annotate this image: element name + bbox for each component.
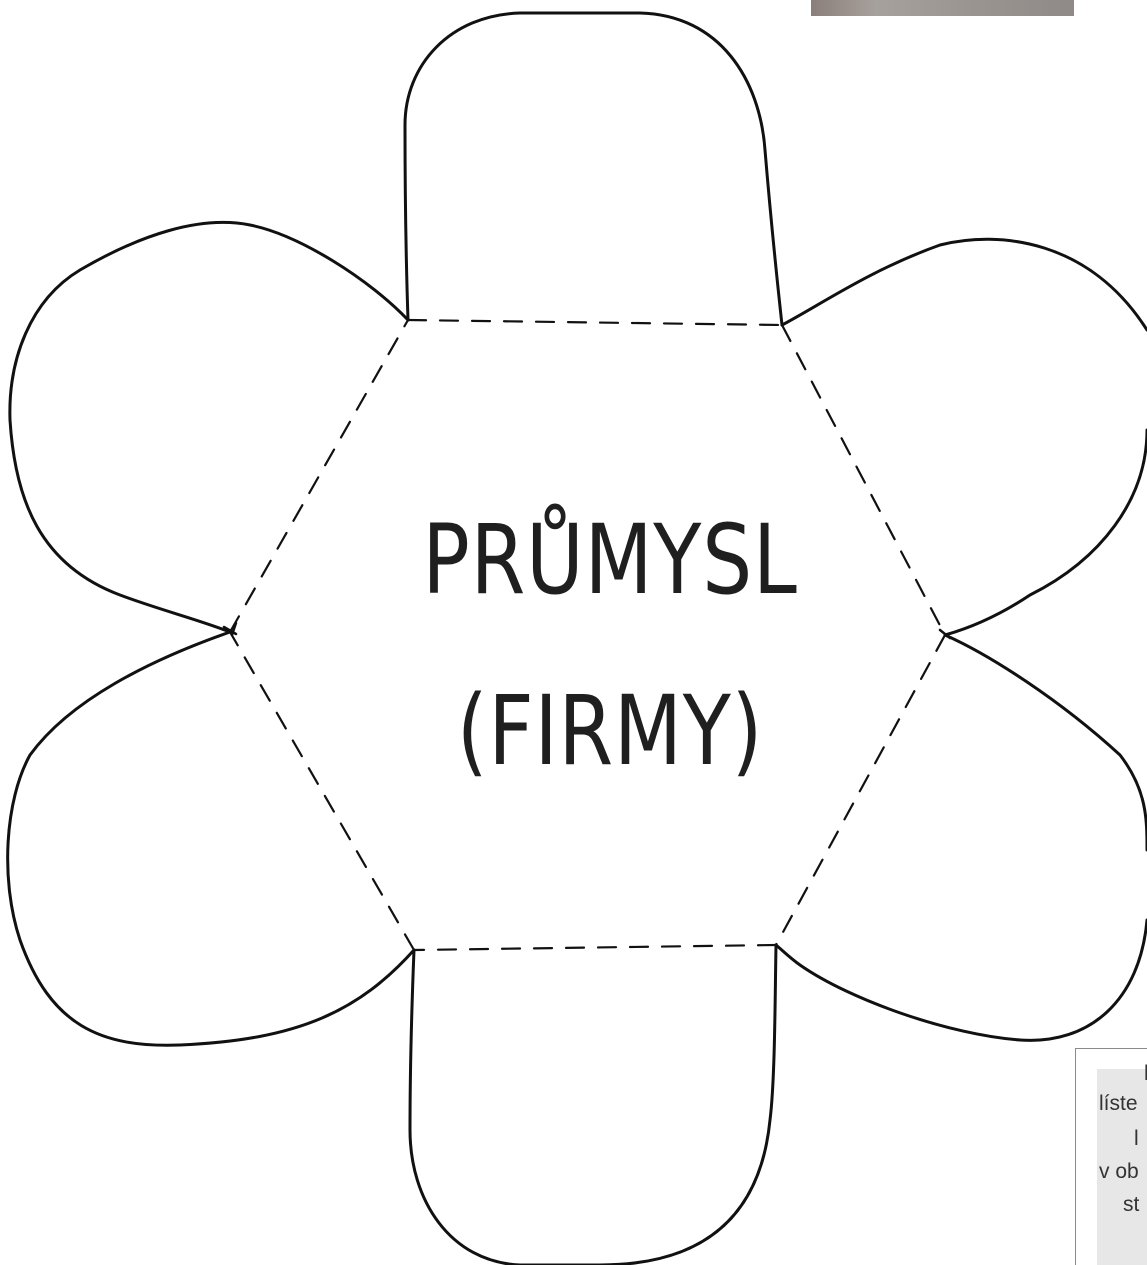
side-note-line: líste — [1099, 1089, 1147, 1119]
side-note-line: st — [1123, 1190, 1147, 1220]
side-note-line: l — [1134, 1124, 1147, 1154]
upper-left-petal — [10, 222, 408, 632]
fold-line-bottom — [414, 945, 776, 950]
center-title-line1: PRŮMYSL — [380, 505, 839, 615]
top-petal — [405, 13, 782, 325]
side-note-box: l líste l v ob st — [1075, 1048, 1147, 1265]
lower-left-petal — [8, 632, 414, 1045]
center-title-line2: (FIRMY) — [380, 676, 839, 786]
side-note-line: v ob — [1099, 1157, 1147, 1187]
bottom-petal — [410, 945, 776, 1265]
fold-line-top — [408, 320, 782, 325]
